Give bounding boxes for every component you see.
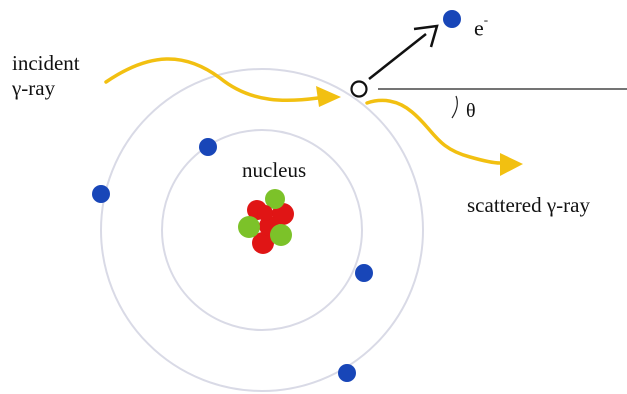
- ejected-electron: [443, 10, 461, 28]
- outer-orbit: [100, 68, 424, 392]
- neutron: [238, 216, 260, 238]
- electron-path-arrowhead: [413, 24, 439, 48]
- scattered-gamma-label: scattered γ-ray: [467, 193, 590, 217]
- neutron: [265, 189, 285, 209]
- scattered-gamma-arrowhead: [500, 153, 523, 176]
- electron-symbol: e: [474, 15, 484, 41]
- orbital-electron: [92, 185, 110, 203]
- incident-gamma-ray: [104, 57, 320, 103]
- electron-charge: -: [483, 12, 489, 27]
- electron-label: e-: [474, 13, 488, 41]
- nucleus-label: nucleus: [242, 158, 307, 182]
- neutron: [270, 224, 292, 246]
- scattering-electron-site: [350, 80, 368, 98]
- orbital-electron: [199, 138, 217, 156]
- proton: [252, 232, 274, 254]
- proton: [257, 205, 273, 221]
- orbital-electron: [338, 364, 356, 382]
- theta-angle-arc: [451, 95, 458, 119]
- orbital-electron: [355, 264, 373, 282]
- incident-gamma-label: γ-ray: [12, 76, 56, 100]
- inner-orbit: [161, 129, 363, 331]
- electron-path-arrow: [368, 33, 427, 80]
- theta-label: θ: [466, 100, 476, 122]
- scattered-gamma-ray: [365, 98, 502, 165]
- incident-label: incident: [12, 51, 80, 75]
- incident-gamma-arrowhead: [316, 86, 341, 107]
- nucleus-cluster: [238, 189, 294, 254]
